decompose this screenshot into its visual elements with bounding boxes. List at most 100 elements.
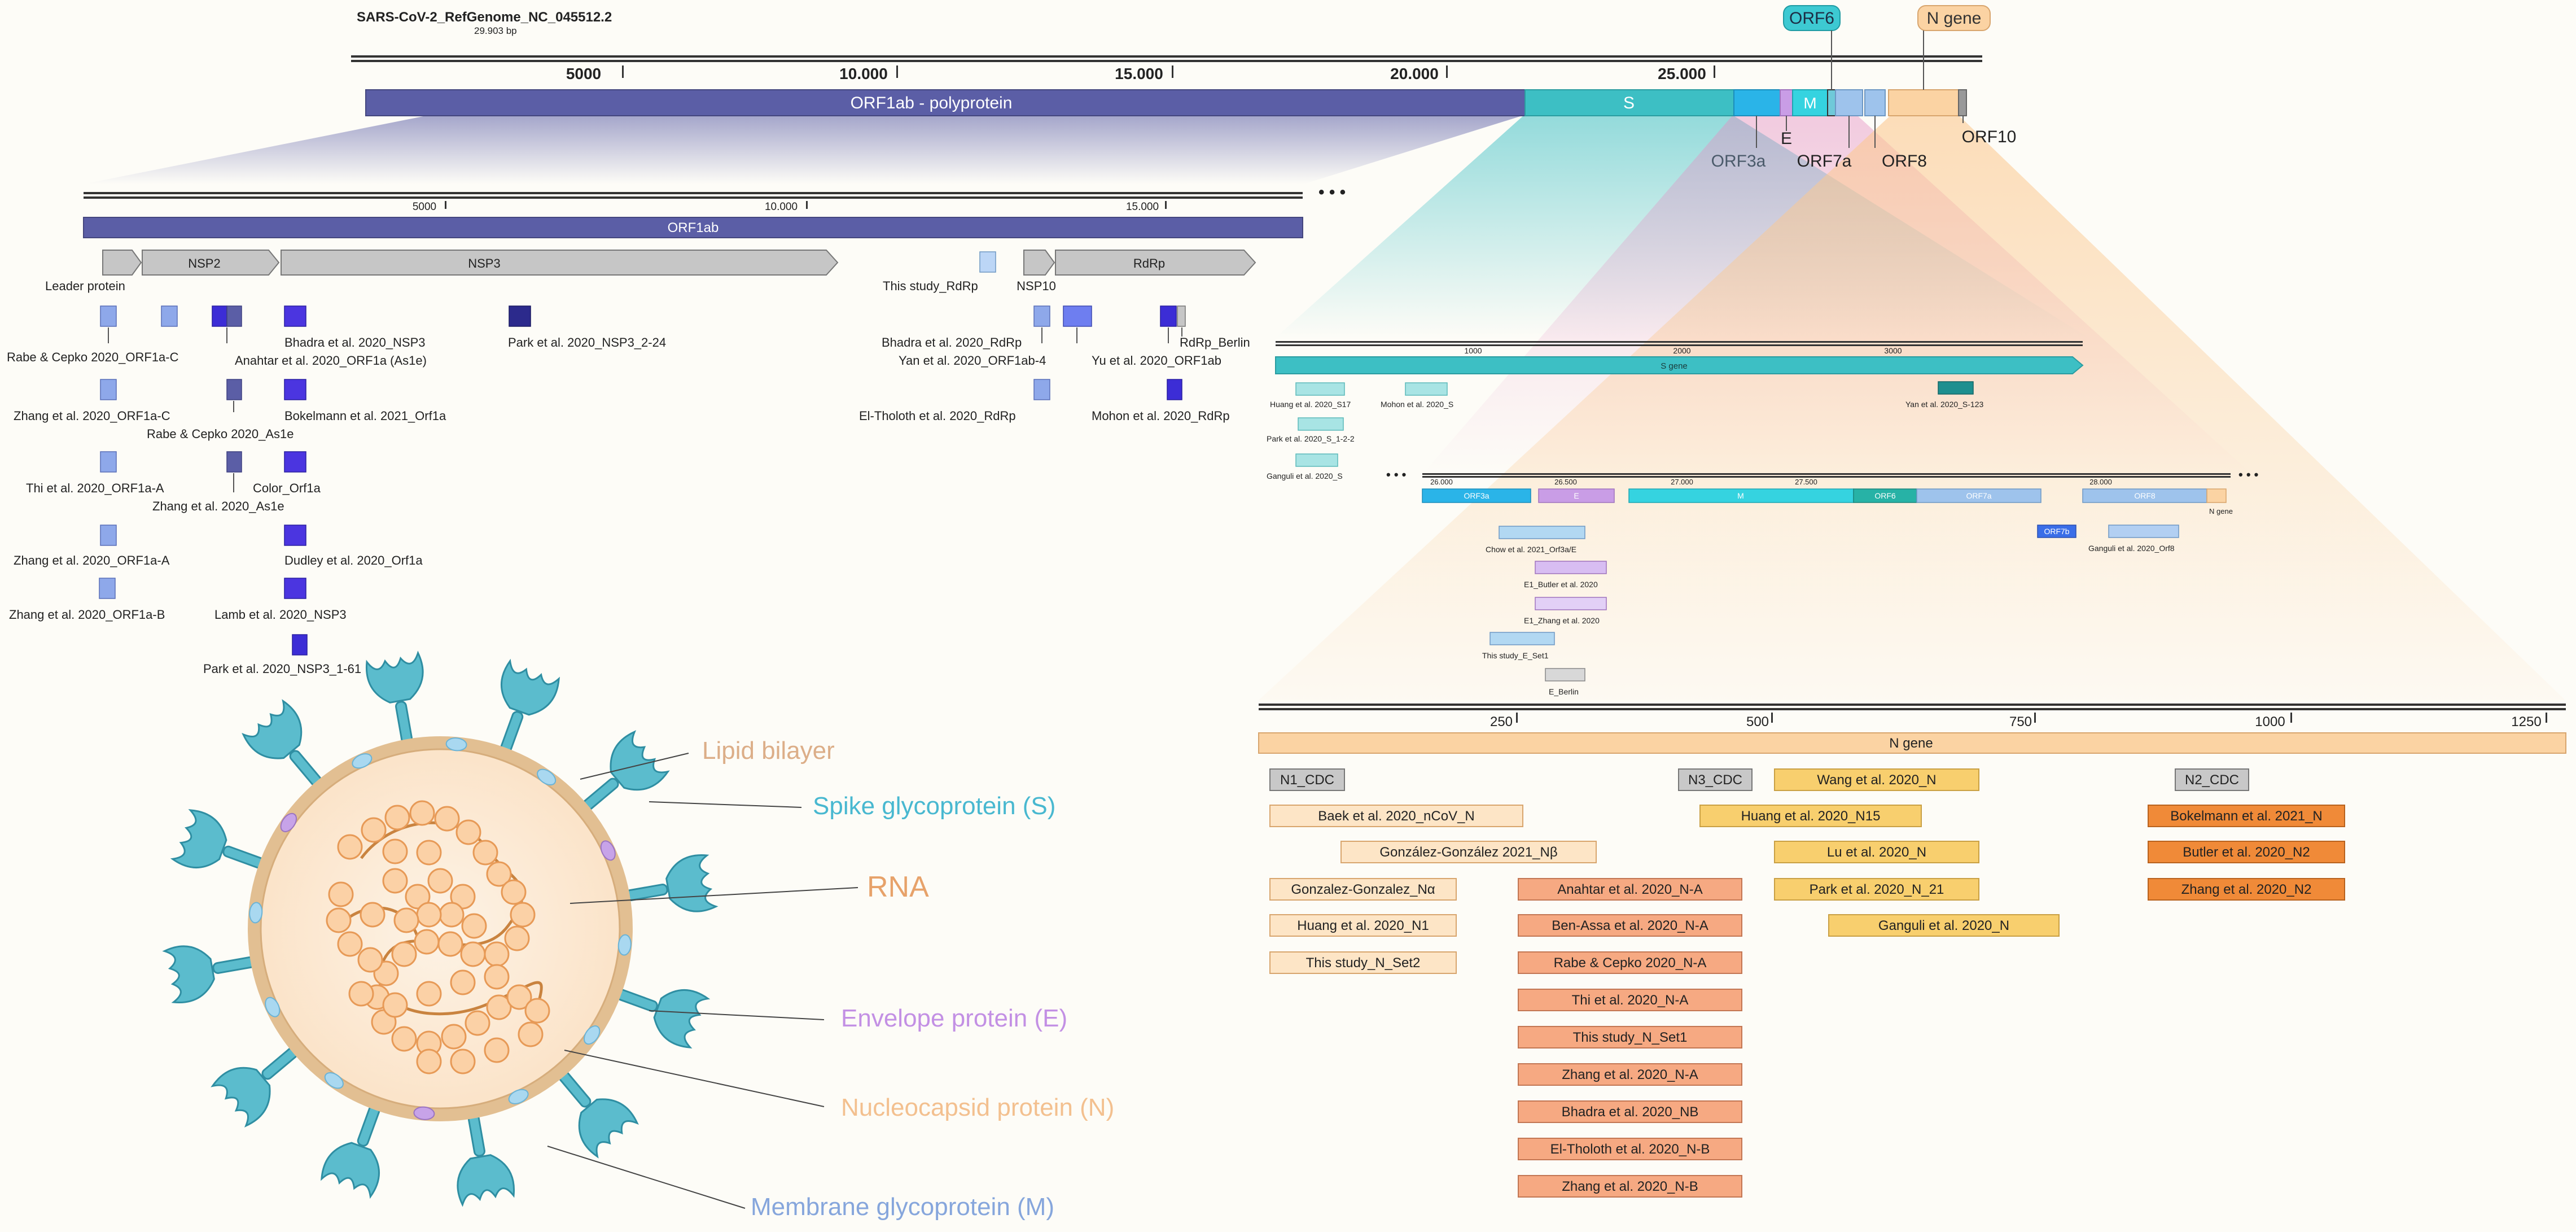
ngene-primer-label: El-Tholoth et al. 2020_N-B xyxy=(1550,1142,1710,1157)
orf1ab-primer-label: Lamb et al. 2020_NSP3 xyxy=(214,608,347,622)
nsp2-label: NSP2 xyxy=(188,256,220,270)
genome-tick-mark xyxy=(1714,65,1715,78)
nucleocapsid-protein xyxy=(484,1037,510,1063)
orf1ab-detail: • • • 5000 10.000 15.000 ORF1ab NSP2 NSP… xyxy=(7,183,1346,676)
ngene-primer-box xyxy=(1518,878,1742,901)
nucleocapsid-protein xyxy=(384,805,410,831)
ngene-primer-label: This study_N_Set1 xyxy=(1573,1030,1688,1045)
e-gene-bar xyxy=(1538,488,1615,503)
ngene-tick: 1250 xyxy=(2511,714,2541,729)
ngene-primer-label: Anahtar et al. 2020_N-A xyxy=(1557,882,1703,897)
nsp3-arrow xyxy=(281,250,839,276)
ngene-primer-box xyxy=(2175,768,2249,791)
spike-glycoprotein xyxy=(365,650,424,744)
sgene-primer-label: Huang et al. 2020_S17 xyxy=(1270,400,1351,409)
virus-illustration: Lipid bilayer Spike glycoprotein (S) RNA… xyxy=(162,650,1114,1221)
orf10-bar xyxy=(1958,89,1967,116)
ngene-zoom-projection xyxy=(1259,115,2565,700)
orf3-primer-label: This study_E_Set1 xyxy=(1482,651,1549,660)
ngene-primer-box xyxy=(1518,989,1742,1011)
ngene-primer-label: González-González 2021_Nβ xyxy=(1379,845,1557,860)
zoom-projections xyxy=(84,115,2565,700)
ngene-primer-box xyxy=(2148,878,2345,901)
ngene-primer-label: Huang et al. 2020_N15 xyxy=(1741,809,1881,824)
nucleocapsid-protein xyxy=(393,907,419,933)
orf3-tick: 28.000 xyxy=(2089,478,2112,486)
nsp3-label: NSP3 xyxy=(468,256,500,270)
ngene-primer-label: Zhang et al. 2020_N-A xyxy=(1562,1067,1698,1082)
primer-block xyxy=(1167,379,1182,400)
ngene-primer-box xyxy=(1518,1063,1742,1086)
nucleocapsid-protein xyxy=(484,964,510,990)
ngene-bar-label: N gene xyxy=(1889,736,1933,751)
ngene-primer-box xyxy=(1340,841,1597,863)
sgene-axis-line-2 xyxy=(1276,344,2083,346)
nucleocapsid-protein xyxy=(409,800,435,826)
spike-glycoprotein xyxy=(162,945,256,1004)
orf3-tick: 27.500 xyxy=(1795,478,1817,486)
primer-block xyxy=(1938,381,1974,395)
nucleocapsid-protein xyxy=(437,931,463,957)
virus-label-lipid-bilayer: Lipid bilayer xyxy=(702,737,835,764)
nucleocapsid-protein xyxy=(524,998,550,1024)
nucleocapsid-protein xyxy=(472,840,498,866)
orf1ab-primer-label: Dudley et al. 2020_Orf1a xyxy=(284,553,423,567)
orf1ab-primer-label: Zhang et al. 2020_As1e xyxy=(152,499,284,513)
n-gene-bar xyxy=(1888,89,1959,116)
sgene-tick: 1000 xyxy=(1464,346,1482,355)
orf3-gene-label: ORF8 xyxy=(2134,491,2156,500)
callout-line xyxy=(649,801,802,808)
primer-block xyxy=(1499,526,1585,539)
orf3-tick: 27.000 xyxy=(1671,478,1693,486)
orf3-tick: 26.000 xyxy=(1430,478,1453,486)
ngene-primer-box xyxy=(1774,768,1979,791)
rdrp-arrow xyxy=(1055,250,1256,276)
orf1ab-primer-label: Bhadra et al. 2020_NSP3 xyxy=(284,335,426,349)
primer-block xyxy=(1063,305,1092,327)
nucleocapsid-protein xyxy=(382,838,408,864)
orf1ab-primer-label: Zhang et al. 2020_ORF1a-C xyxy=(14,409,170,423)
ngene-tick-mark xyxy=(2034,713,2036,723)
spike-glycoprotein xyxy=(558,1071,639,1159)
orf1ab-primer-label: Rabe & Cepko 2020_ORF1a-C xyxy=(7,350,179,364)
nucleocapsid-protein xyxy=(484,941,510,967)
orf1ab-primer-label: Bokelmann et al. 2021_Orf1a xyxy=(284,409,446,423)
nucleocapsid-protein xyxy=(460,941,486,967)
ngene-tick-mark xyxy=(2546,713,2547,723)
spike-glycoprotein xyxy=(582,730,670,811)
envelope-protein xyxy=(413,1106,435,1120)
genome-tick: 15.000 xyxy=(1115,65,1163,82)
orf3a-gene-bar xyxy=(1422,488,1531,503)
nucleocapsid-protein xyxy=(450,969,476,995)
primer-block xyxy=(284,525,306,546)
sgene-primer-label: Yan et al. 2020_S-123 xyxy=(1905,400,1984,409)
primer-block xyxy=(226,451,242,473)
ngene-tick-mark xyxy=(2290,713,2292,723)
orf7b-gene-bar xyxy=(2037,525,2076,538)
virus-label-rna: RNA xyxy=(867,871,929,903)
primer-block xyxy=(1033,379,1050,400)
orf1ab-primer-label: This study_RdRp xyxy=(883,279,978,293)
genome-tick-mark xyxy=(622,65,624,78)
nsp10-label: NSP10 xyxy=(1017,279,1056,293)
orf8-bar xyxy=(1864,89,1886,116)
ngene-bar xyxy=(1258,732,2566,754)
orf1ab-primer-label: Bhadra et al. 2020_RdRp xyxy=(882,335,1022,349)
membrane-glycoprotein xyxy=(537,768,557,786)
ngene-primer-box xyxy=(1269,805,1523,827)
ngene-axis-line xyxy=(1259,704,2566,706)
ngene-primer-box xyxy=(1678,768,1753,791)
orf1ab-primer-label: Color_Orf1a xyxy=(253,481,321,495)
primer-block xyxy=(1033,305,1050,327)
orf1ab-primer-label: Zhang et al. 2020_ORF1a-B xyxy=(9,608,165,622)
primer-block xyxy=(100,379,117,400)
callout-line xyxy=(649,1010,825,1020)
ngene-primer-box xyxy=(2148,841,2345,863)
orf7a-callout: ORF7a xyxy=(1797,152,1852,171)
orf1ab-primer-label: El-Tholoth et al. 2020_RdRp xyxy=(859,409,1016,423)
ngene-primer-label: Baek et al. 2020_nCoV_N xyxy=(1318,809,1475,824)
nucleocapsid-protein xyxy=(416,902,442,928)
ngene-primer-label: Zhang et al. 2020_N2 xyxy=(2181,882,2312,897)
nucleocapsid-protein xyxy=(328,881,354,907)
primer-block xyxy=(284,379,306,400)
